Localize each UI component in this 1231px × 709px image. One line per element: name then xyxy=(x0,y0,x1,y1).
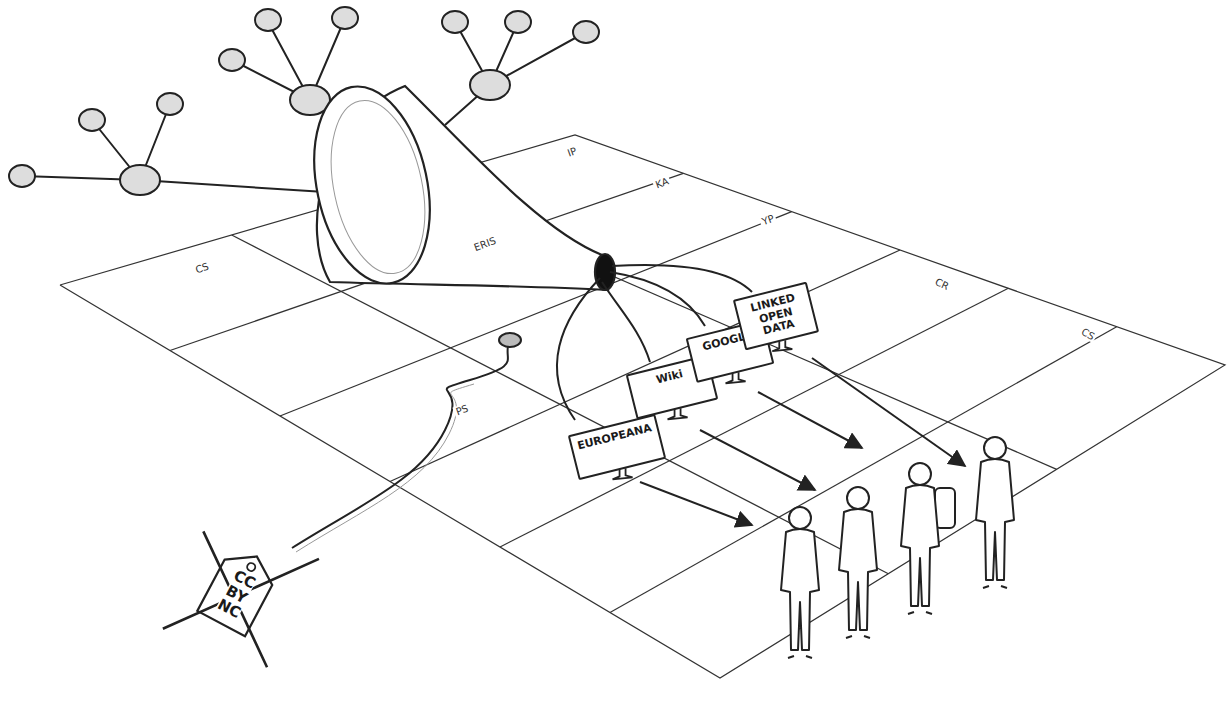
source-name: LINKED OPEN DATA xyxy=(740,290,811,342)
monitor-screen: LINKED OPEN DATA xyxy=(733,282,819,351)
grid-cell-label: YP xyxy=(759,212,778,228)
grid-cell-label: PS xyxy=(452,402,471,418)
source-name: EUROPEANA xyxy=(575,422,654,453)
grid-cell-label: KA xyxy=(652,175,672,191)
grid-cell-label: CS xyxy=(192,260,212,276)
grid-cell-label: IP xyxy=(564,145,580,160)
grid-line xyxy=(60,135,1225,678)
network xyxy=(9,7,599,195)
floor-grid xyxy=(60,135,1225,678)
funnel xyxy=(297,76,615,294)
people xyxy=(781,437,1014,658)
grid-cell-label: CR xyxy=(932,275,953,293)
grid-cell-label: CS xyxy=(1078,325,1099,343)
grid-cell-label: ERIS xyxy=(471,234,500,253)
licence-tag: CC BY NC xyxy=(195,541,284,639)
monitor-screen: EUROPEANA xyxy=(568,414,666,480)
licence-wire xyxy=(292,333,521,552)
